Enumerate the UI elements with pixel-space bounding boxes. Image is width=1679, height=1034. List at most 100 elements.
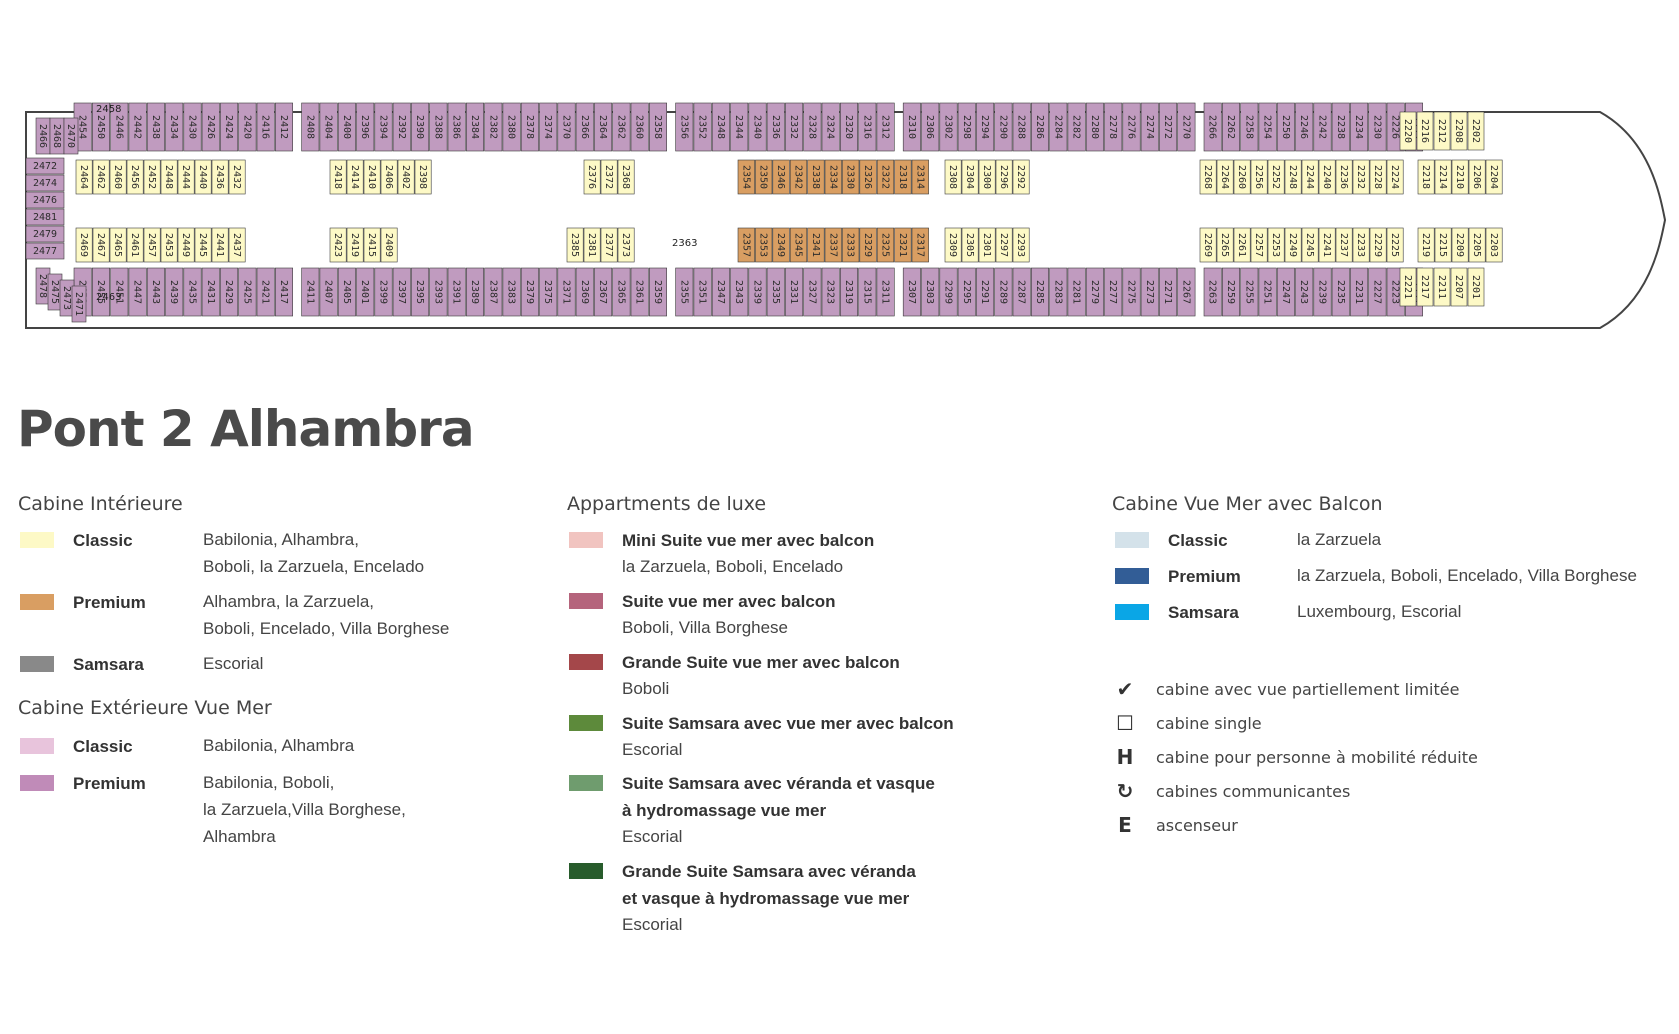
cabin-2216[interactable]: [1416, 111, 1434, 151]
cabin-2446[interactable]: [110, 102, 129, 152]
cabin-2347[interactable]: [711, 267, 730, 317]
cabin-2392[interactable]: [392, 102, 411, 152]
cabin-2402[interactable]: [397, 159, 415, 195]
cabin-2257[interactable]: [1250, 227, 1268, 263]
cabin-2319[interactable]: [839, 267, 858, 317]
cabin-2344[interactable]: [730, 102, 749, 152]
cabin-2253[interactable]: [1267, 227, 1285, 263]
cabin-2276[interactable]: [1122, 102, 1141, 152]
cabin-2288[interactable]: [1012, 102, 1031, 152]
cabin-2248[interactable]: [1284, 159, 1302, 195]
cabin-2232[interactable]: [1352, 159, 1370, 195]
cabin-2391[interactable]: [447, 267, 466, 317]
cabin-2365[interactable]: [612, 267, 631, 317]
cabin-2380[interactable]: [502, 102, 521, 152]
cabin-2269[interactable]: [1199, 227, 1217, 263]
cabin-2384[interactable]: [465, 102, 484, 152]
cabin-2451[interactable]: [110, 267, 129, 317]
cabin-2204[interactable]: [1485, 159, 1503, 195]
cabin-2440[interactable]: [194, 159, 212, 195]
cabin-2227[interactable]: [1368, 267, 1387, 317]
cabin-2312[interactable]: [876, 102, 895, 152]
cabin-2438[interactable]: [146, 102, 165, 152]
cabin-2467[interactable]: [92, 227, 110, 263]
cabin-2234[interactable]: [1350, 102, 1369, 152]
cabin-2287[interactable]: [1012, 267, 1031, 317]
cabin-2342[interactable]: [789, 159, 808, 195]
cabin-2211[interactable]: [1433, 267, 1451, 307]
cabin-2456[interactable]: [126, 159, 144, 195]
cabin-2240[interactable]: [1318, 159, 1336, 195]
cabin-2414[interactable]: [346, 159, 364, 195]
cabin-2321[interactable]: [894, 227, 912, 263]
cabin-2390[interactable]: [411, 102, 430, 152]
cabin-2300[interactable]: [978, 159, 996, 195]
cabin-2326[interactable]: [859, 159, 877, 195]
cabin-2246[interactable]: [1295, 102, 1314, 152]
cabin-2271[interactable]: [1159, 267, 1178, 317]
cabin-2472[interactable]: [25, 157, 65, 175]
cabin-2285[interactable]: [1031, 267, 1050, 317]
cabin-2251[interactable]: [1258, 267, 1277, 317]
cabin-2452[interactable]: [143, 159, 161, 195]
cabin-2292[interactable]: [1012, 159, 1030, 195]
cabin-2346[interactable]: [772, 159, 790, 195]
cabin-2214[interactable]: [1434, 159, 1452, 195]
cabin-2444[interactable]: [177, 159, 195, 195]
cabin-2348[interactable]: [711, 102, 730, 152]
cabin-2385[interactable]: [566, 227, 584, 263]
cabin-2455[interactable]: [92, 267, 111, 317]
cabin-2219[interactable]: [1417, 227, 1435, 263]
cabin-2443[interactable]: [146, 267, 165, 317]
cabin-2303[interactable]: [921, 267, 940, 317]
cabin-2352[interactable]: [693, 102, 712, 152]
cabin-2207[interactable]: [1450, 267, 1468, 307]
cabin-2373[interactable]: [617, 227, 635, 263]
cabin-2210[interactable]: [1451, 159, 1469, 195]
cabin-2290[interactable]: [994, 102, 1013, 152]
cabin-2231[interactable]: [1350, 267, 1369, 317]
cabin-2421[interactable]: [256, 267, 275, 317]
cabin-2314[interactable]: [911, 159, 929, 195]
cabin-2294[interactable]: [976, 102, 995, 152]
cabin-2241[interactable]: [1318, 227, 1336, 263]
cabin-2245[interactable]: [1301, 227, 1319, 263]
cabin-2416[interactable]: [256, 102, 275, 152]
cabin-2230[interactable]: [1368, 102, 1387, 152]
cabin-2418[interactable]: [329, 159, 347, 195]
cabin-2381[interactable]: [583, 227, 601, 263]
cabin-2415[interactable]: [363, 227, 381, 263]
cabin-2202[interactable]: [1467, 111, 1485, 151]
cabin-2307[interactable]: [902, 267, 921, 317]
cabin-2437[interactable]: [228, 227, 246, 263]
cabin-2212[interactable]: [1433, 111, 1451, 151]
cabin-2423[interactable]: [329, 227, 347, 263]
cabin-2419[interactable]: [346, 227, 364, 263]
cabin-2469[interactable]: [75, 227, 93, 263]
cabin-2477[interactable]: [25, 242, 65, 260]
cabin-2407[interactable]: [319, 267, 338, 317]
cabin-2404[interactable]: [319, 102, 338, 152]
cabin-2262[interactable]: [1222, 102, 1241, 152]
cabin-2331[interactable]: [785, 267, 804, 317]
cabin-2272[interactable]: [1159, 102, 1178, 152]
cabin-2361[interactable]: [630, 267, 649, 317]
cabin-2453[interactable]: [160, 227, 178, 263]
cabin-2401[interactable]: [356, 267, 375, 317]
cabin-2425[interactable]: [238, 267, 257, 317]
cabin-2367[interactable]: [594, 267, 613, 317]
cabin-2366[interactable]: [575, 102, 594, 152]
cabin-2298[interactable]: [957, 102, 976, 152]
cabin-2436[interactable]: [211, 159, 229, 195]
cabin-2350[interactable]: [755, 159, 773, 195]
cabin-2457[interactable]: [143, 227, 161, 263]
cabin-2205[interactable]: [1468, 227, 1486, 263]
cabin-2339[interactable]: [748, 267, 767, 317]
cabin-2426[interactable]: [201, 102, 220, 152]
cabin-2217[interactable]: [1416, 267, 1434, 307]
cabin-2268[interactable]: [1199, 159, 1217, 195]
cabin-2383[interactable]: [502, 267, 521, 317]
cabin-2299[interactable]: [939, 267, 958, 317]
cabin-2239[interactable]: [1313, 267, 1332, 317]
cabin-2236[interactable]: [1335, 159, 1353, 195]
